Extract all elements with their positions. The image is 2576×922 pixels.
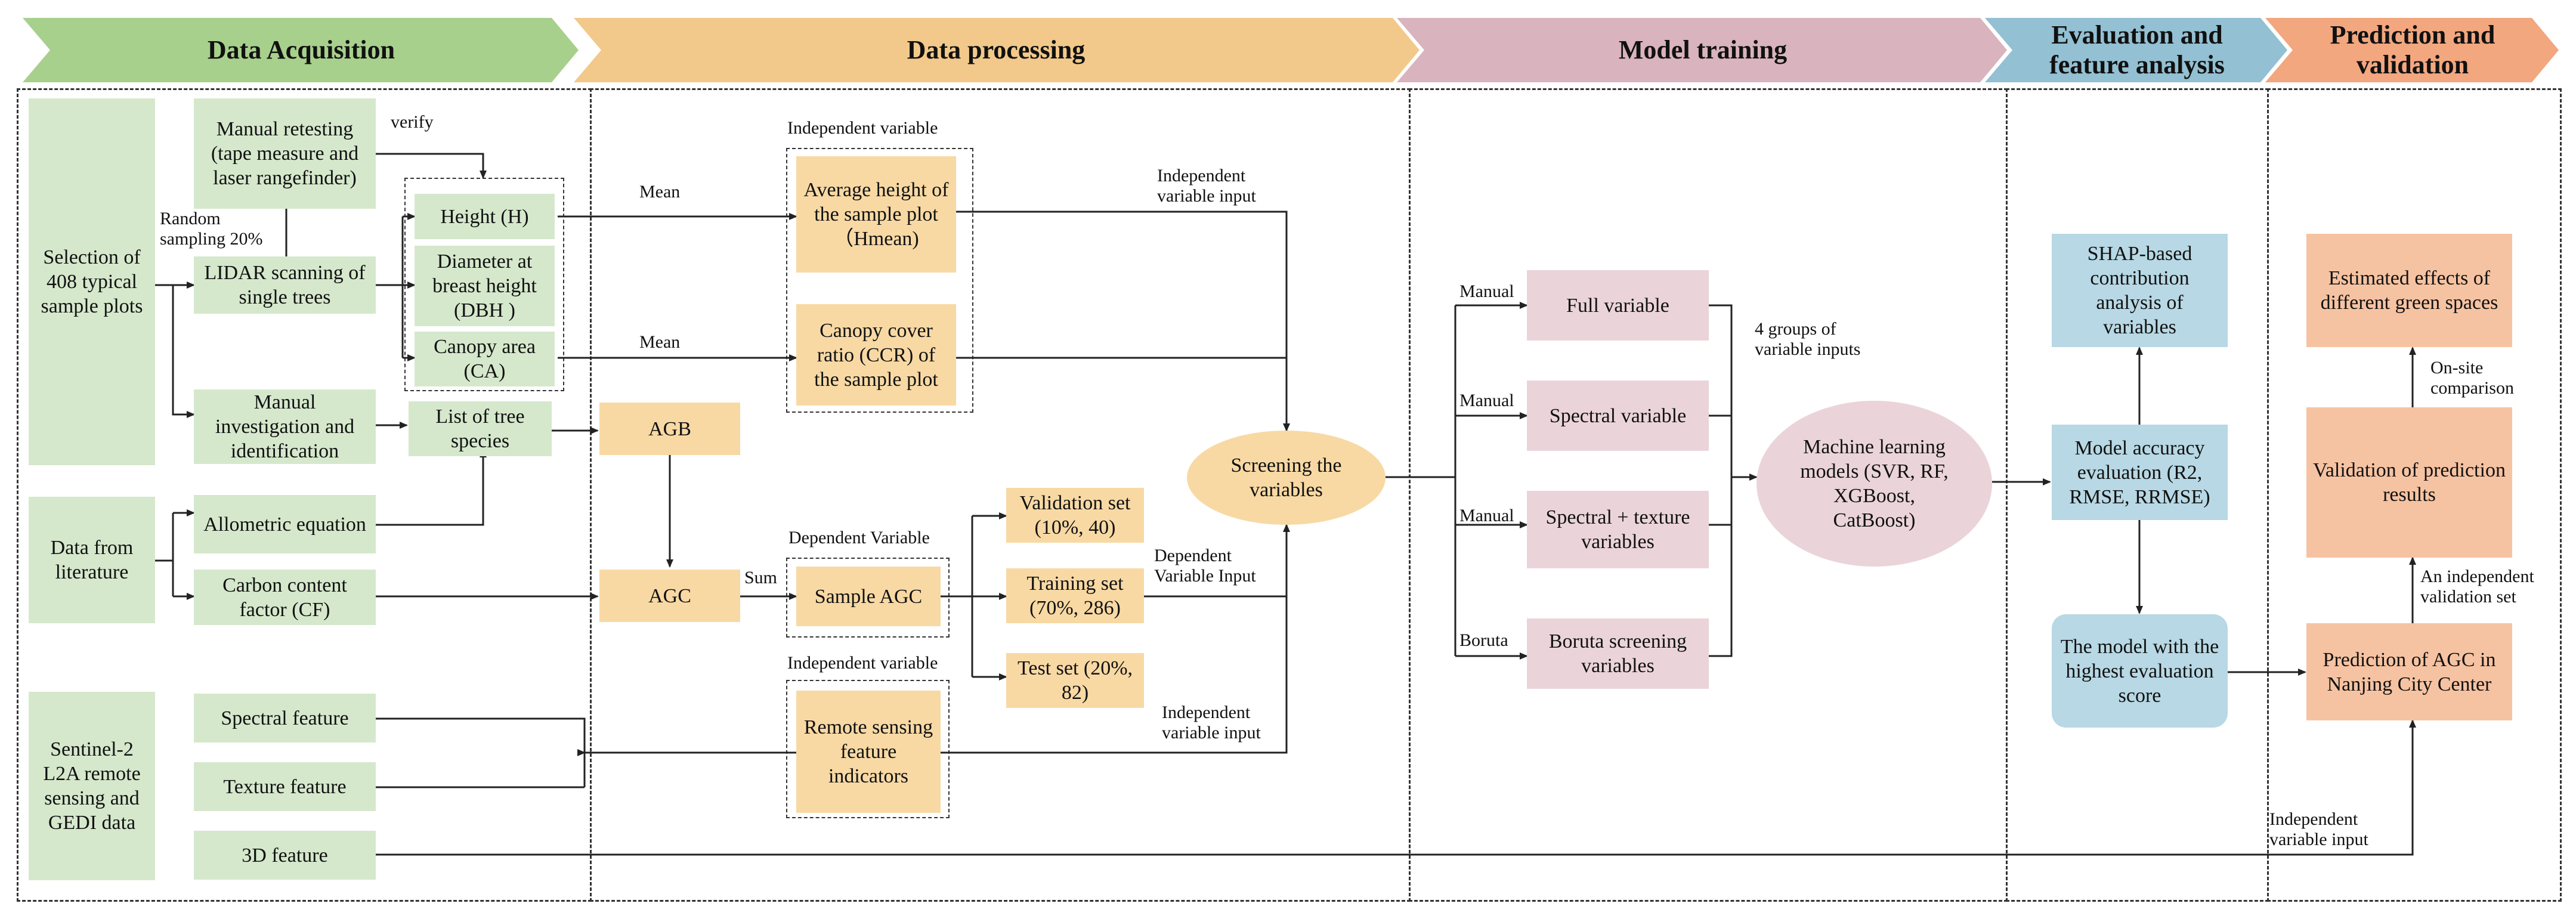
label-manual-spectral: Manual	[1459, 391, 1514, 410]
box-test-set: Test set (20%, 82)	[1006, 653, 1144, 708]
box-rs-features: Remote sensing feature indicators	[796, 691, 941, 813]
box-spectral-texture: Spectral + texture variables	[1527, 491, 1709, 568]
box-allometric: Allometric equation	[194, 495, 376, 553]
label-boruta: Boruta	[1459, 630, 1508, 650]
group-dependent-var	[786, 558, 950, 638]
label-dependent-input: Dependent Variable Input	[1154, 546, 1256, 586]
label-independent-input-prediction: Independent variable input	[2269, 809, 2368, 849]
box-green-space-effects: Estimated effects of different green spa…	[2306, 234, 2512, 347]
header-acquisition: Data Acquisition	[207, 35, 395, 64]
box-lidar-scanning: LIDAR scanning of single trees	[194, 256, 376, 314]
label-onsite-comparison: On-site comparison	[2430, 358, 2514, 398]
label-manual-spectral-texture: Manual	[1459, 506, 1514, 525]
box-accuracy-evaluation: Model accuracy evaluation (R2, RMSE, RRM…	[2052, 425, 2228, 520]
label-four-groups: 4 groups of variable inputs	[1755, 319, 1861, 359]
box-sample-agc: Sample AGC	[796, 567, 941, 626]
box-3d-feature: 3D feature	[194, 831, 376, 880]
box-full-variable: Full variable	[1527, 270, 1709, 341]
box-height: Height (H)	[415, 194, 555, 239]
header-banner	[23, 18, 2559, 82]
group-rs-features	[786, 680, 950, 818]
box-sentinel: Sentinel-2 L2A remote sensing and GEDI d…	[29, 692, 155, 880]
label-independent-validation: An independent validation set	[2420, 567, 2534, 607]
box-ml-models: Machine learning models (SVR, RF, XGBoos…	[1756, 401, 1992, 567]
label-independent-variable-bottom: Independent variable	[787, 653, 938, 673]
header-arrow-acquisition	[23, 18, 579, 82]
label-mean-height: Mean	[639, 182, 681, 202]
label-independent-input-top: Independent variable input	[1157, 166, 1256, 206]
box-manual-retesting: Manual retesting (tape measure and laser…	[194, 98, 376, 209]
box-literature: Data from literature	[29, 497, 155, 623]
label-verify: verify	[391, 112, 434, 132]
header-arrow-training	[1397, 18, 2007, 82]
box-dbh: Diameter at breast height (DBH )	[415, 246, 555, 326]
header-arrow-processing	[574, 18, 1420, 82]
label-independent-variable-top: Independent variable	[787, 118, 938, 138]
box-canopy-area: Canopy area (CA)	[415, 332, 555, 386]
label-mean-canopy: Mean	[639, 332, 681, 352]
box-screening-variables: Screening the variables	[1187, 431, 1386, 525]
header-arrow-evaluation	[1985, 18, 2287, 82]
box-canopy-cover: Canopy cover ratio (CCR) of the sample p…	[796, 304, 956, 406]
label-independent-input-bottom: Independent variable input	[1162, 703, 1261, 742]
header-training: Model training	[1618, 35, 1788, 64]
box-spectral-variable: Spectral variable	[1527, 380, 1709, 451]
frame-prediction	[2267, 88, 2562, 902]
label-random-sampling: Random sampling 20%	[160, 209, 263, 249]
box-agc: AGC	[599, 570, 740, 622]
box-validation-results: Validation of prediction results	[2306, 407, 2512, 558]
box-texture-feature: Texture feature	[194, 762, 376, 811]
box-sample-plots: Selection of 408 typical sample plots	[29, 98, 155, 465]
header-evaluation: Evaluation and feature analysis	[2049, 20, 2225, 79]
box-spectral-feature: Spectral feature	[194, 694, 376, 742]
header-prediction: Prediction and validation	[2330, 20, 2495, 79]
box-agc-nanjing: Prediction of AGC in Nanjing City Center	[2306, 623, 2512, 720]
box-boruta-variables: Boruta screening variables	[1527, 618, 1709, 689]
label-sum: Sum	[744, 568, 778, 587]
box-training-set: Training set (70%, 286)	[1006, 568, 1144, 623]
box-average-height: Average height of the sample plot （Hmean…	[796, 156, 956, 273]
box-best-model: The model with the highest evaluation sc…	[2052, 614, 2228, 728]
header-arrow-prediction	[2265, 18, 2559, 82]
box-tree-species: List of tree species	[409, 401, 552, 456]
header-processing: Data processing	[907, 35, 1086, 64]
box-agb: AGB	[599, 403, 740, 455]
label-dependent-variable: Dependent Variable	[788, 528, 930, 547]
box-carbon-factor: Carbon content factor (CF)	[194, 570, 376, 625]
box-validation-set: Validation set (10%, 40)	[1006, 488, 1144, 543]
box-shap-analysis: SHAP-based contribution analysis of vari…	[2052, 234, 2228, 347]
label-manual-full: Manual	[1459, 281, 1514, 301]
group-independent-vars	[786, 148, 973, 413]
box-manual-investigation: Manual investigation and identification	[194, 389, 376, 464]
